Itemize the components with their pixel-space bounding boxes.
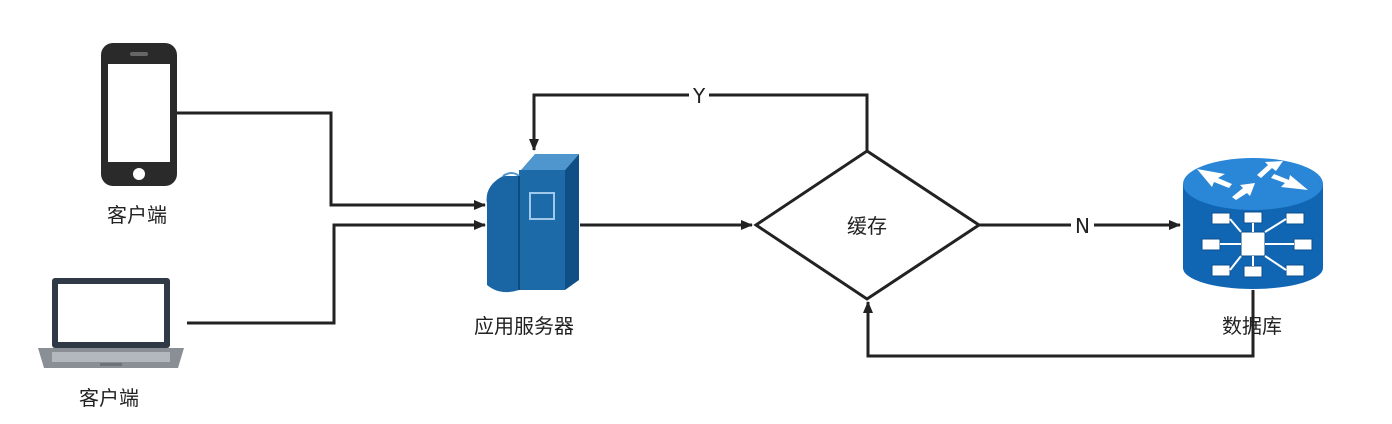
database-router-icon xyxy=(1183,158,1323,289)
cache-miss-label: N xyxy=(1071,216,1094,236)
smartphone-icon xyxy=(101,43,177,186)
cache-diamond xyxy=(753,149,982,301)
cache-label: 缓存 xyxy=(847,214,887,238)
cache-hit-label: Y xyxy=(689,86,710,106)
app-server-label: 应用服务器 xyxy=(474,314,574,338)
laptop-icon xyxy=(38,278,184,368)
db-to-cache-connector xyxy=(863,290,1255,358)
phone-client-label: 客户端 xyxy=(107,203,167,227)
server-icon xyxy=(486,154,579,293)
phone-to-server-connector xyxy=(177,111,486,210)
laptop-to-server-connector xyxy=(187,220,486,325)
database-label: 数据库 xyxy=(1222,314,1282,338)
laptop-client-label: 客户端 xyxy=(79,386,139,410)
